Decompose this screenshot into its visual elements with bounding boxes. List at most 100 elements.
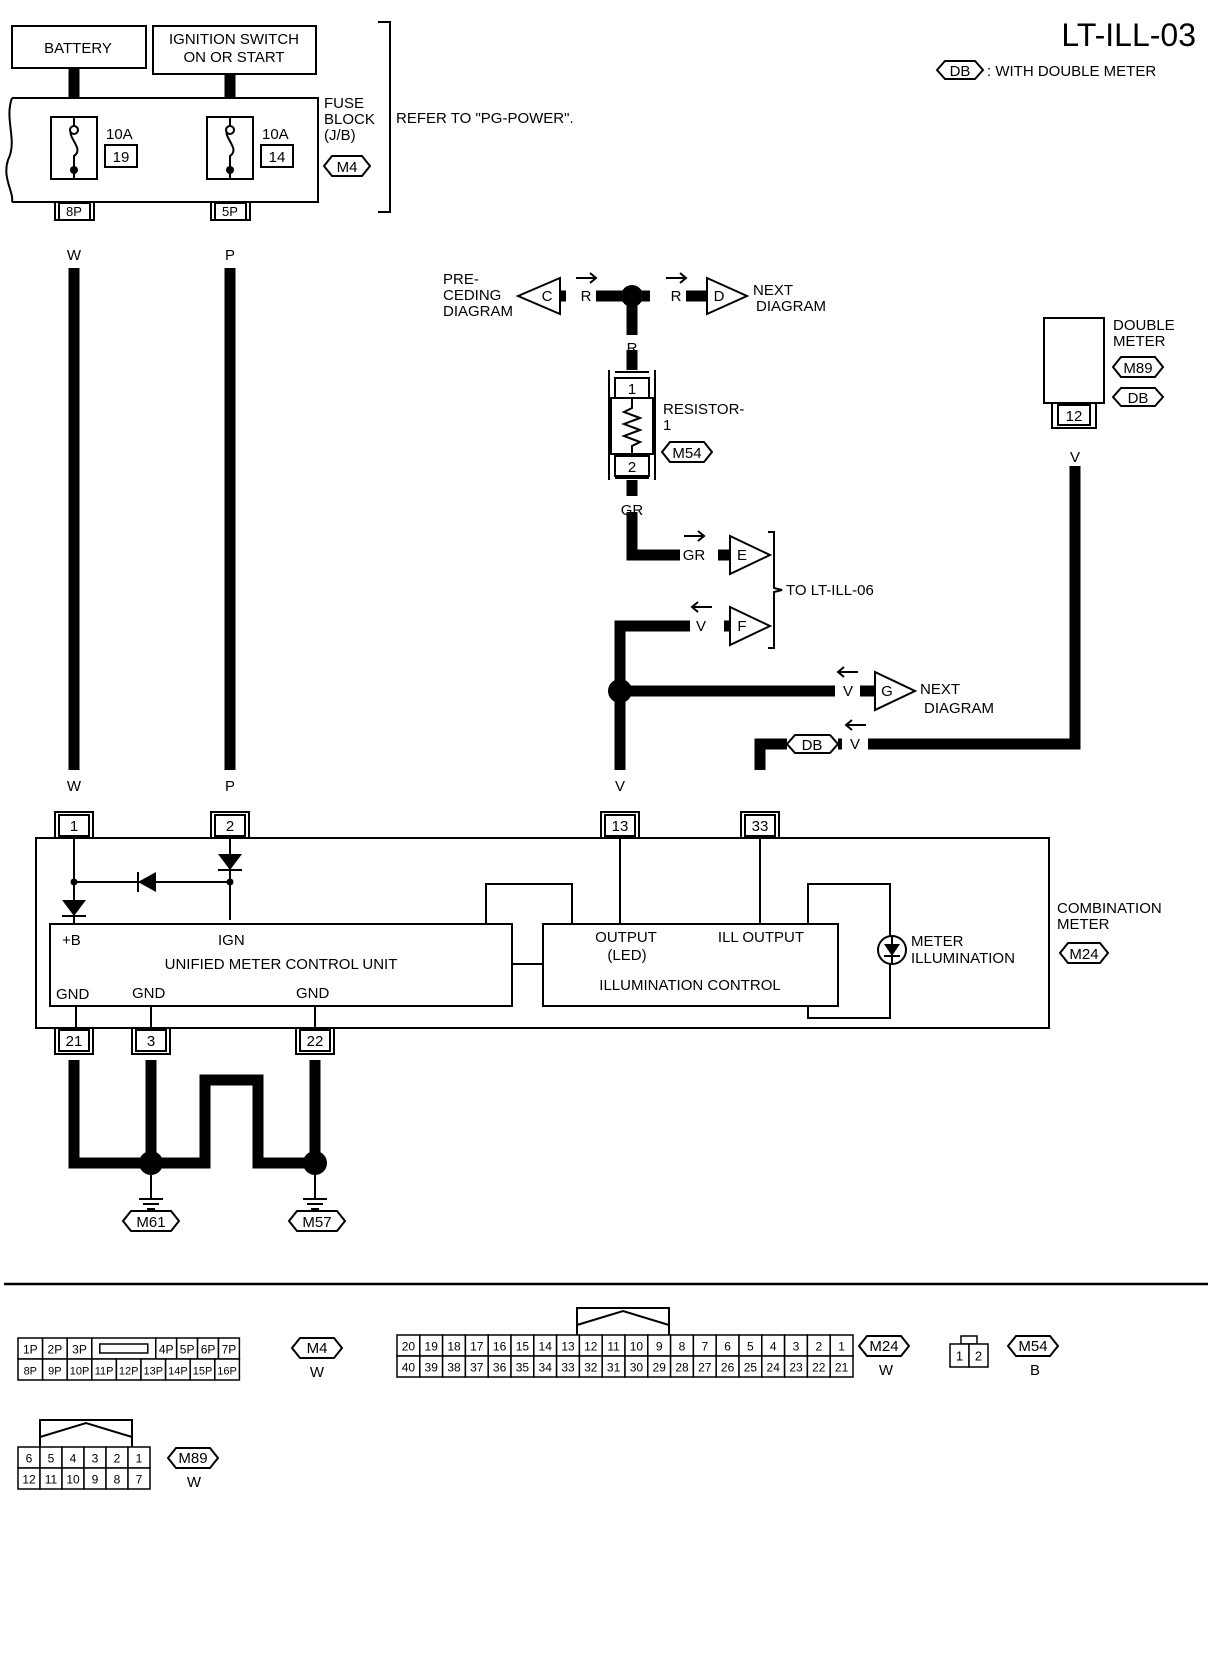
battery-label: BATTERY xyxy=(44,40,112,57)
svg-text:B: B xyxy=(69,1120,79,1137)
connector-tag xyxy=(290,1337,344,1359)
umcu-gnd-3: GND xyxy=(296,985,330,1002)
double-meter-label-1: DOUBLE xyxy=(1113,317,1175,334)
cavity-label: 12 xyxy=(584,1340,598,1354)
next-diagram-d-1: NEXT xyxy=(753,282,793,299)
cavity-label: 9 xyxy=(92,1473,99,1487)
meter-illumination-1: METER xyxy=(911,933,964,950)
wire-labels: W P W P R R R GR GR V V V V V B B B B B xyxy=(67,247,1080,1137)
db-legend: DB : WITH DOUBLE METER xyxy=(935,60,1156,80)
cavity-label: 40 xyxy=(402,1361,416,1375)
fuse2-number: 14 xyxy=(269,149,286,166)
illum-output-led: (LED) xyxy=(607,947,646,964)
cavity-label: 25 xyxy=(744,1361,758,1375)
connector-color: B xyxy=(1030,1362,1040,1379)
svg-text:M89: M89 xyxy=(1123,360,1152,377)
cavity-label: 6P xyxy=(201,1343,216,1357)
cavity-label: 36 xyxy=(493,1361,507,1375)
svg-text:W: W xyxy=(67,778,82,795)
preceding-diagram-1: PRE- xyxy=(443,271,479,288)
fuse1-number: 19 xyxy=(113,149,130,166)
connector-key xyxy=(960,1335,978,1345)
connector-tag xyxy=(857,1335,911,1357)
cavity-label: 15P xyxy=(193,1366,213,1378)
svg-text:P: P xyxy=(225,247,235,264)
lt-ill-06-bracket xyxy=(768,531,783,649)
pin-1: 1 xyxy=(70,818,78,835)
double-meter-db-tag: DB xyxy=(1111,387,1165,407)
cavity-label: 35 xyxy=(516,1361,530,1375)
preceding-diagram-3: DIAGRAM xyxy=(443,303,513,320)
cavity-label: 7 xyxy=(701,1340,708,1354)
combination-meter-label-1: COMBINATION xyxy=(1057,900,1162,917)
cavity-label: 7P xyxy=(222,1343,237,1357)
ignition-switch-box xyxy=(152,25,317,75)
svg-text:M57: M57 xyxy=(302,1214,331,1231)
cavity-label: 37 xyxy=(470,1361,484,1375)
cavity-label: 28 xyxy=(675,1361,689,1375)
cavity-label: 24 xyxy=(767,1361,781,1375)
meter-illumination-2: ILLUMINATION xyxy=(911,950,1015,967)
resistor-1: 1 2 xyxy=(608,370,656,480)
connector-cavity xyxy=(127,1467,151,1490)
pg-power-reference: REFER TO "PG-POWER". xyxy=(396,110,574,127)
svg-text:M24: M24 xyxy=(1069,946,1098,963)
combination-meter-label-2: METER xyxy=(1057,916,1110,933)
connector-name: M4 xyxy=(307,1340,328,1357)
connector-tag xyxy=(1006,1335,1060,1357)
svg-text:B: B xyxy=(310,1120,320,1137)
cavity-label: 17 xyxy=(470,1340,484,1354)
preceding-diagram-2: CEDING xyxy=(443,287,501,304)
cavity-label: 2 xyxy=(815,1340,822,1354)
svg-text:R: R xyxy=(671,288,682,305)
cavity-label: 15 xyxy=(516,1340,530,1354)
cavity-label: 14P xyxy=(168,1366,188,1378)
db-legend-tag: DB xyxy=(950,63,971,80)
cavity-label: 16 xyxy=(493,1340,507,1354)
cavity-label: 3 xyxy=(92,1452,99,1466)
cavity-label: 6 xyxy=(26,1452,33,1466)
svg-text:GR: GR xyxy=(683,547,706,564)
svg-text:M54: M54 xyxy=(672,445,701,462)
combination-meter: 1 2 13 33 21 3 22 xyxy=(35,811,1050,1055)
resistor-label-1: RESISTOR- xyxy=(663,401,744,418)
offpage-d: D xyxy=(706,276,750,316)
cavity-label: 4P xyxy=(159,1343,174,1357)
cavity-label: 4 xyxy=(770,1340,777,1354)
umcu-plus-b: +B xyxy=(62,932,81,949)
cavity-label: 33 xyxy=(561,1361,575,1375)
fuse2-amps: 10A xyxy=(262,126,289,143)
cavity-label: 13P xyxy=(144,1366,164,1378)
cavity-label: 1 xyxy=(956,1349,963,1364)
fuse2-terminal: 5P xyxy=(222,204,238,219)
cavity-label: 8 xyxy=(679,1340,686,1354)
connector-name: M24 xyxy=(869,1338,898,1355)
cavity-label: 1P xyxy=(23,1343,38,1357)
cavity-label: 20 xyxy=(402,1340,416,1354)
cavity-label: 31 xyxy=(607,1361,621,1375)
cavity-label: 11 xyxy=(45,1473,58,1487)
double-meter-pin: 12 xyxy=(1066,408,1083,425)
cavity-label: 18 xyxy=(447,1340,461,1354)
svg-text:V: V xyxy=(850,736,860,753)
umcu-ign: IGN xyxy=(218,932,245,949)
illum-output: OUTPUT xyxy=(595,929,657,946)
pin-2: 2 xyxy=(226,818,234,835)
svg-text:E: E xyxy=(737,547,747,564)
to-lt-ill-06: TO LT-ILL-06 xyxy=(786,582,874,599)
connector-color: W xyxy=(187,1474,202,1491)
cavity-label: 3P xyxy=(72,1343,87,1357)
cavity-label: 9 xyxy=(656,1340,663,1354)
resistor-pin-1: 1 xyxy=(628,381,636,398)
fuse1-amps: 10A xyxy=(106,126,133,143)
fuse-block-connector: M4 xyxy=(322,155,372,177)
connector-name: M89 xyxy=(178,1450,207,1467)
umcu-gnd-1: GND xyxy=(56,986,90,1003)
svg-text:M61: M61 xyxy=(136,1214,165,1231)
connector-name: M54 xyxy=(1018,1338,1047,1355)
svg-text:V: V xyxy=(1070,449,1080,466)
cavity-label: 16P xyxy=(217,1366,237,1378)
cavity-label: 2 xyxy=(975,1349,982,1364)
